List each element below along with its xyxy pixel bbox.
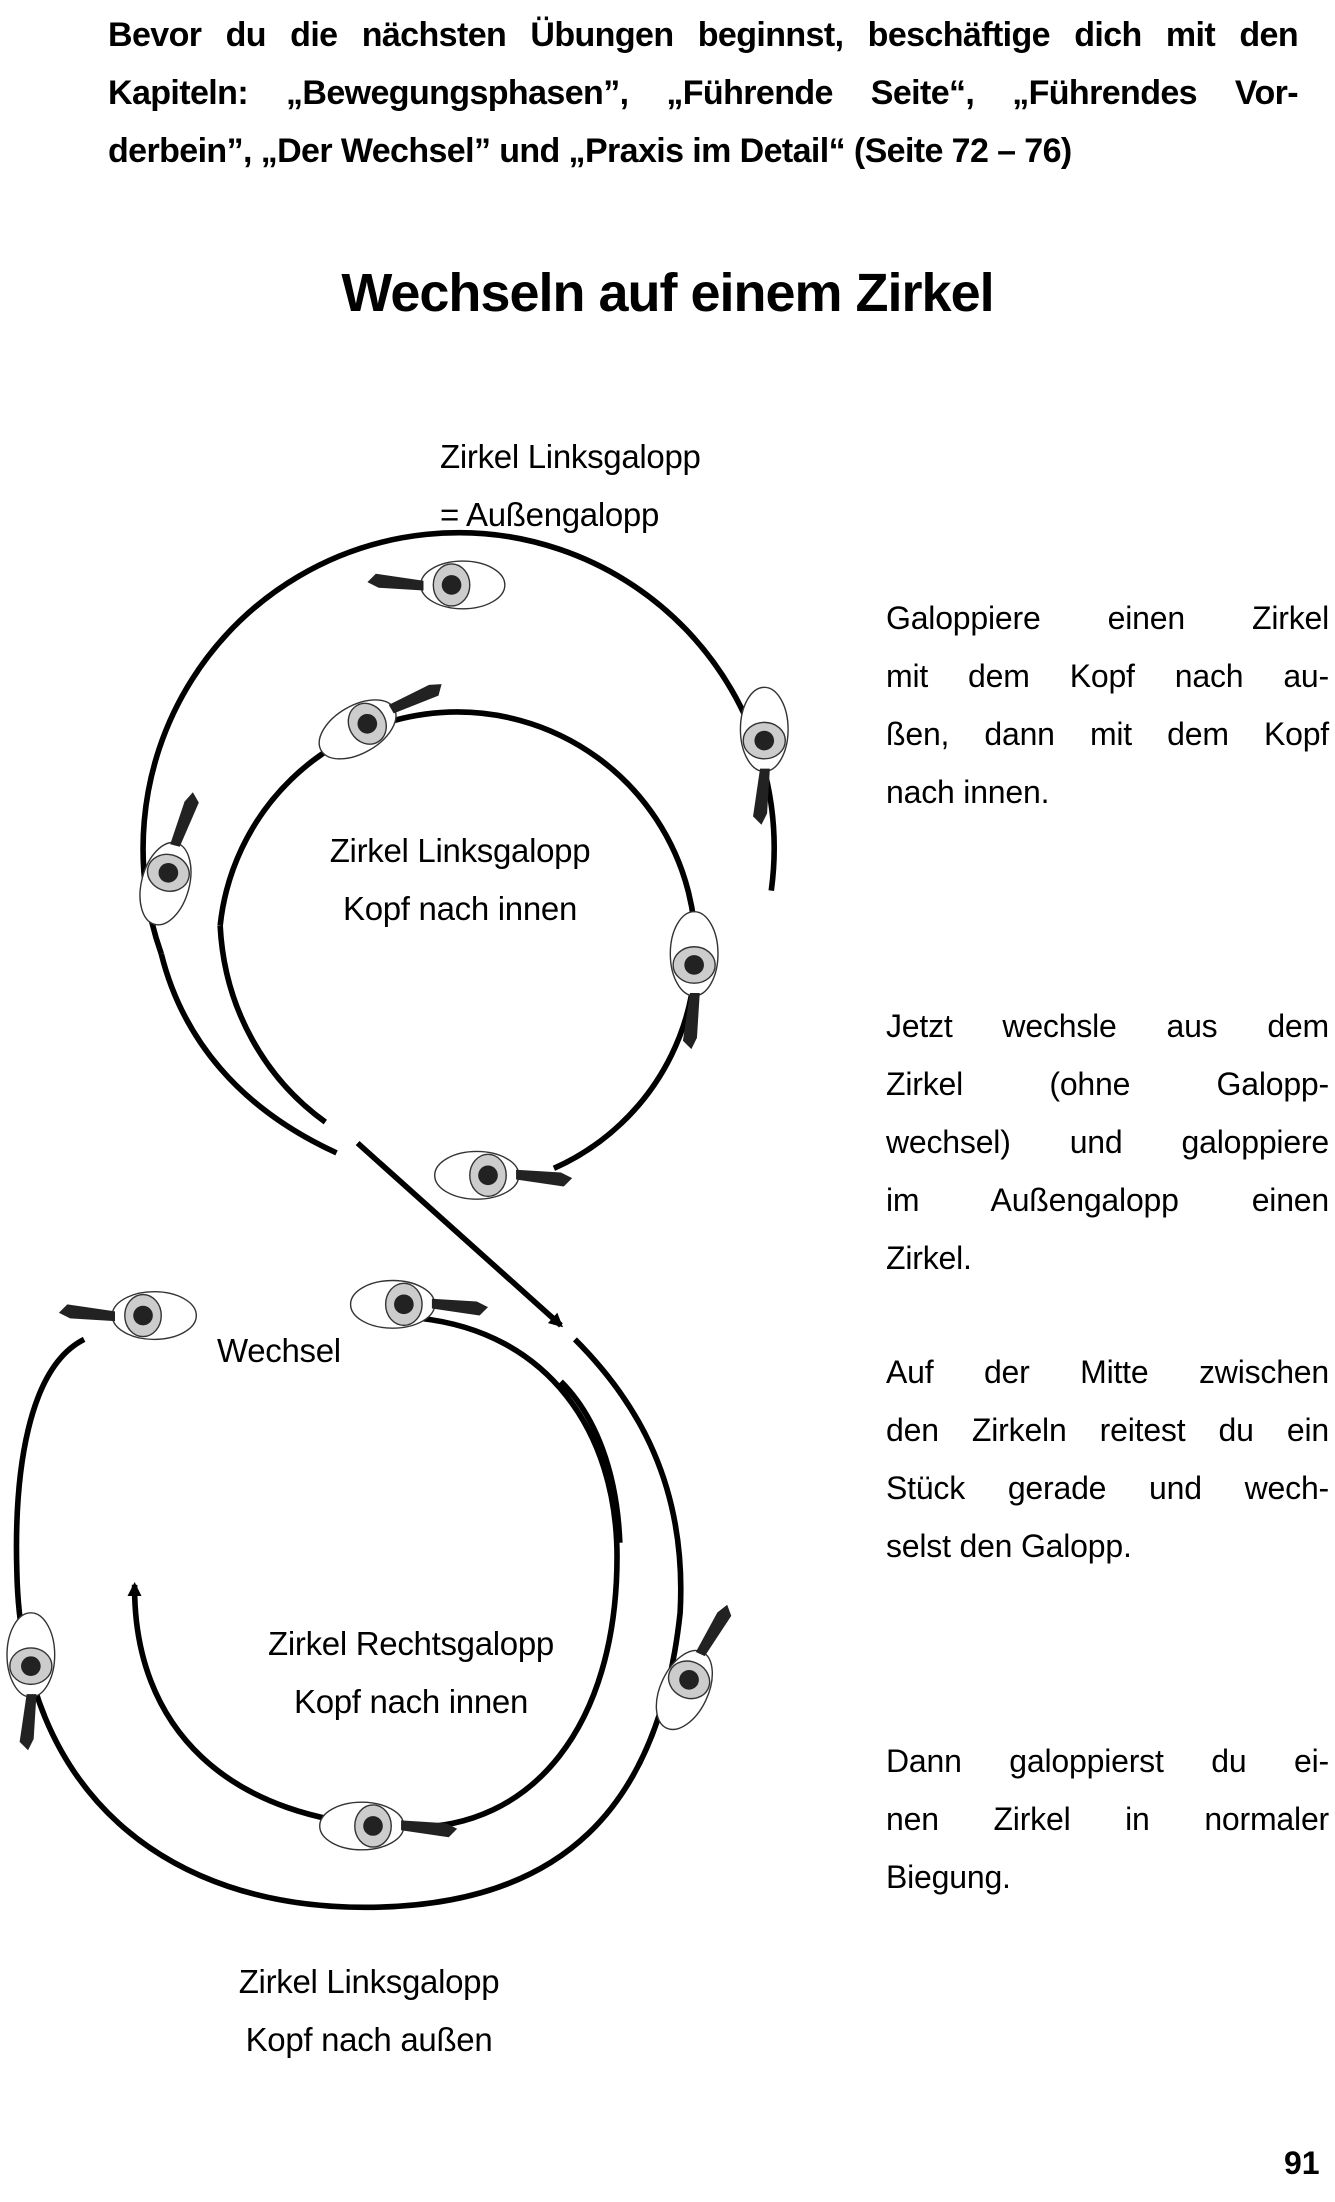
upper-outer-descent [158, 953, 338, 1156]
text-line: Jetzt wechsle aus dem [886, 1008, 1329, 1044]
diagonal-arrow [355, 1140, 564, 1328]
text-line: Dann galoppierst du ei- [886, 1743, 1329, 1779]
text-line: mit dem Kopf nach au- [886, 658, 1329, 694]
lower-outer-track [13, 1336, 684, 1911]
label-line: Zirkel Rechtsgalopp [268, 1625, 554, 1662]
text-line: Biegung. [886, 1859, 1011, 1895]
page-title: Wechseln auf einem Zirkel [341, 263, 994, 323]
lower-outer-gap [558, 1379, 623, 1543]
text-line: nen Zirkel in normaler [886, 1801, 1329, 1837]
change-label: Wechsel [217, 1332, 341, 1369]
text-line: den Zirkeln reitest du ein [886, 1412, 1329, 1448]
label-line: Zirkel Linksgalopp [440, 438, 701, 475]
intro-line: derbein”, „Der Wechsel” und „Praxis im D… [108, 132, 1072, 170]
lower-inner-track [127, 1315, 620, 1831]
text-line: Auf der Mitte zwischen [886, 1354, 1329, 1390]
label-line: Kopf nach innen [293, 1683, 529, 1720]
label-line: Kopf nach außen [245, 2021, 493, 2058]
text-line: selst den Galopp. [886, 1528, 1132, 1564]
text-line: Stück gerade und wech- [886, 1470, 1329, 1506]
lower-outer-label: Zirkel Linksgalopp Kopf nach außen [169, 1953, 569, 2069]
intro-paragraph: Bevor du die nächsten Übungen beginnst, … [108, 6, 1299, 180]
upper-inner-track [217, 709, 699, 1171]
text-line: Zirkel. [886, 1240, 972, 1276]
intro-line: Bevor du die nächsten Übungen beginnst, … [108, 16, 1299, 54]
text-line: nach innen. [886, 774, 1050, 810]
label-line: = Außengalopp [440, 496, 660, 533]
text-line: wechsel) und galoppiere [886, 1124, 1329, 1160]
instruction-3: Auf der Mitte zwischen den Zirkeln reite… [886, 1343, 1329, 1575]
text-line: im Außengalopp einen [886, 1182, 1329, 1218]
text-line: Zirkel (ohne Galopp- [886, 1066, 1329, 1102]
label-line: Zirkel Linksgalopp [329, 832, 591, 869]
top-circle-label: Zirkel Linksgalopp = Außengalopp [440, 428, 701, 544]
upper-inner-label: Zirkel Linksgalopp Kopf nach innen [260, 822, 660, 938]
text-line: ßen, dann mit dem Kopf [886, 716, 1329, 752]
upper-inner-descent [217, 925, 327, 1125]
label-line: Kopf nach innen [342, 890, 578, 927]
instruction-2: Jetzt wechsle aus dem Zirkel (ohne Galop… [886, 997, 1329, 1287]
label-line: Zirkel Linksgalopp [238, 1963, 500, 2000]
instruction-1: Galoppiere einen Zirkel mit dem Kopf nac… [886, 589, 1329, 821]
text-line: Galoppiere einen Zirkel [886, 600, 1329, 636]
page-number: 91 [1284, 2145, 1320, 2181]
intro-line: Kapiteln: „Bewegungsphasen”, „Führende S… [108, 74, 1299, 112]
lower-inner-label: Zirkel Rechtsgalopp Kopf nach innen [211, 1615, 611, 1731]
instruction-4: Dann galoppierst du ei- nen Zirkel in no… [886, 1732, 1329, 1906]
